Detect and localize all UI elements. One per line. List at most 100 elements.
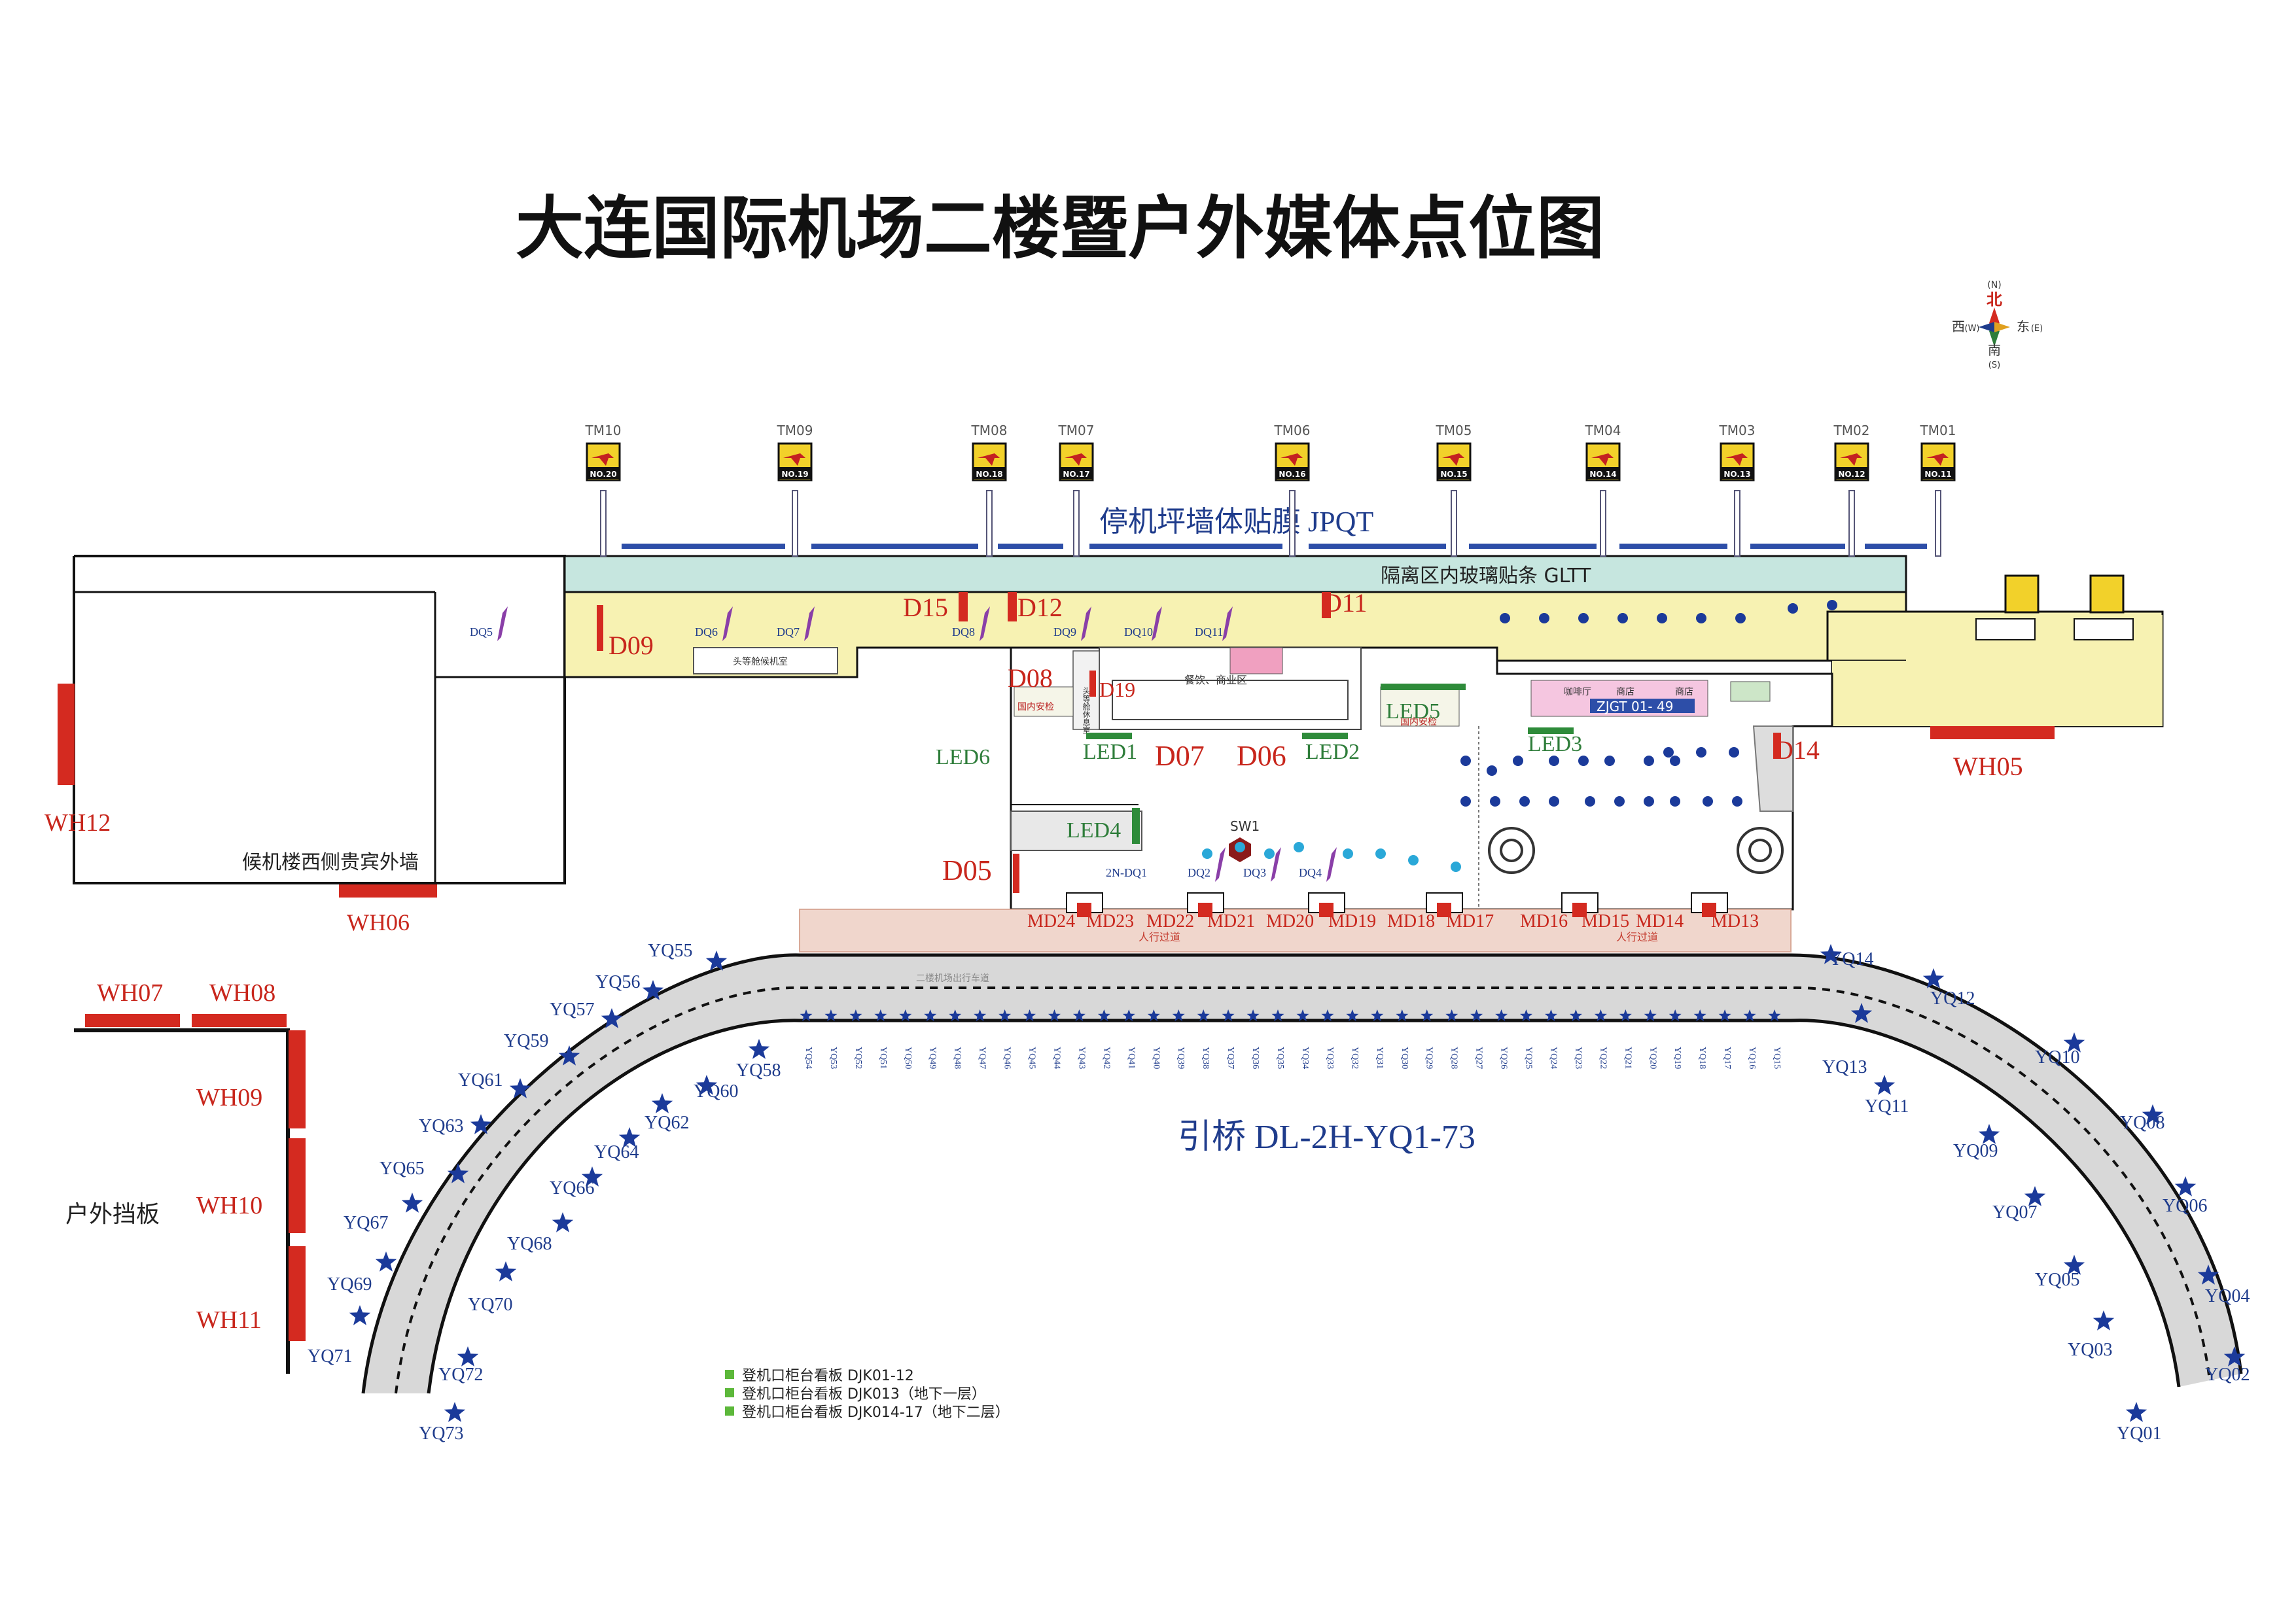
svg-text:NO.18: NO.18 xyxy=(976,470,1002,479)
bzd-dot xyxy=(1663,747,1674,758)
md-board xyxy=(1702,903,1716,917)
dining-label: 餐饮、商业区 xyxy=(1184,674,1247,686)
wh11-label: WH11 xyxy=(196,1306,262,1334)
wh07-label: WH07 xyxy=(97,979,163,1007)
dq3-label: DQ3 xyxy=(1243,866,1266,879)
yq-star xyxy=(651,1093,673,1113)
bridge-road: 二楼机场出行车道 xyxy=(361,953,2243,1394)
yq08-label: YQ08 xyxy=(2120,1113,2164,1133)
yq-row-label: YQ43 xyxy=(1076,1047,1086,1069)
wh05-board xyxy=(1930,726,2055,739)
dq-marker xyxy=(1215,847,1226,882)
bzd-dot-lightblue xyxy=(1451,862,1461,872)
md22-label: MD22 xyxy=(1146,911,1194,932)
yq72-label: YQ72 xyxy=(438,1365,483,1385)
west-wall-label: 候机楼西侧贵宾外墙 xyxy=(242,851,419,874)
yq11-label: YQ11 xyxy=(1865,1096,1909,1117)
svg-text:NO.12: NO.12 xyxy=(1838,470,1865,479)
d19-label: D19 xyxy=(1099,678,1135,701)
d-board xyxy=(1322,592,1331,618)
wh08-label: WH08 xyxy=(209,979,275,1007)
svg-text:NO.11: NO.11 xyxy=(1924,470,1951,479)
yq07-label: YQ07 xyxy=(1992,1202,2037,1223)
bzd-dot xyxy=(1490,796,1500,807)
terminal-concourse xyxy=(563,591,2164,727)
bzd-dot xyxy=(1578,756,1589,766)
md17-label: MD17 xyxy=(1446,911,1494,932)
yq-star xyxy=(1978,1124,2000,1144)
svg-text:NO.13: NO.13 xyxy=(1723,470,1750,479)
md24-label: MD24 xyxy=(1027,911,1075,932)
jet-bridge xyxy=(1848,490,1855,557)
yq-star xyxy=(1718,1009,1731,1022)
yq-row-label: YQ40 xyxy=(1151,1047,1161,1069)
dq2-label: DQ2 xyxy=(1188,866,1210,879)
yq05-label: YQ05 xyxy=(2035,1270,2079,1290)
bzd-dot xyxy=(1604,756,1615,766)
bzd-dot xyxy=(1670,796,1680,807)
yq-star xyxy=(401,1193,423,1213)
dq-marker xyxy=(804,606,815,641)
jet-bridge xyxy=(1935,490,1941,557)
svg-text:(S): (S) xyxy=(1988,360,2000,370)
gltt-label: 隔离区内玻璃贴条 GLTT xyxy=(1381,565,1591,587)
led-screen xyxy=(1086,733,1132,739)
shop-label-2: 商店 xyxy=(1675,687,1693,697)
yq12-label: YQ12 xyxy=(1930,988,1975,1009)
yq-star xyxy=(998,1009,1012,1022)
yq-star xyxy=(1346,1009,1359,1022)
vip-label: 头等舱候机室 xyxy=(733,656,788,667)
walkway: 人行过道 人行过道 xyxy=(799,909,1792,952)
yq55-label: YQ55 xyxy=(648,941,692,961)
yq-star xyxy=(1321,1009,1334,1022)
yq-star xyxy=(495,1261,517,1282)
d-board xyxy=(959,592,968,621)
legend-item: 登机口柜台看板 DJK01-12 xyxy=(742,1368,914,1384)
bzd-dot xyxy=(1585,796,1595,807)
svg-text:西: 西 xyxy=(1952,319,1965,334)
jet-bridge xyxy=(1289,490,1296,557)
yq-star xyxy=(1023,1009,1036,1022)
yq71-label: YQ71 xyxy=(308,1346,352,1367)
gate-code: TM06 xyxy=(1274,423,1311,438)
jpqt-label: 停机坪墙体贴膜 JPQT xyxy=(1099,506,1373,538)
bzd-dot xyxy=(1549,756,1559,766)
yq-star xyxy=(1922,968,1945,988)
gate-code: TM09 xyxy=(777,423,813,438)
yq66-label: YQ66 xyxy=(550,1178,594,1198)
jet-bridge xyxy=(600,490,607,557)
yq65-label: YQ65 xyxy=(380,1159,424,1179)
d-board xyxy=(1008,592,1017,621)
cafe-label: 咖啡厅 xyxy=(1564,687,1591,697)
yq-star xyxy=(2024,1186,2046,1206)
bzd-dot xyxy=(1460,796,1471,807)
yq-star xyxy=(1097,1009,1110,1022)
jet-bridge xyxy=(1073,490,1080,557)
dq-marker xyxy=(497,606,508,641)
yq63-label: YQ63 xyxy=(419,1116,463,1136)
svg-text:(E): (E) xyxy=(2031,324,2043,334)
yq-star xyxy=(1495,1009,1508,1022)
zjgt-label: ZJGT 01- 49 xyxy=(1597,699,1673,714)
plane-icon xyxy=(1065,453,1087,466)
yq-row-label: YQ50 xyxy=(903,1047,913,1069)
plane-icon xyxy=(1280,453,1303,466)
shop-label: 商店 xyxy=(1616,687,1634,697)
d-board xyxy=(597,605,603,651)
d-board xyxy=(1013,854,1019,893)
gates: TM10NO.20TM09NO.19TM08NO.18TM07NO.17TM06… xyxy=(585,423,2125,614)
plane-icon xyxy=(592,453,614,466)
bridge-label: 引桥 DL-2H-YQ1-73 xyxy=(1178,1119,1475,1156)
md-board xyxy=(1319,903,1333,917)
bzd-dot-lightblue xyxy=(1343,848,1353,859)
yq-star xyxy=(1371,1009,1384,1022)
svg-text:(N): (N) xyxy=(1987,280,2001,290)
yq-star xyxy=(974,1009,987,1022)
svg-text:NO.19: NO.19 xyxy=(781,470,808,479)
md19-label: MD19 xyxy=(1328,911,1376,932)
yq58-label: YQ58 xyxy=(736,1060,781,1081)
wh08-board xyxy=(192,1014,287,1027)
